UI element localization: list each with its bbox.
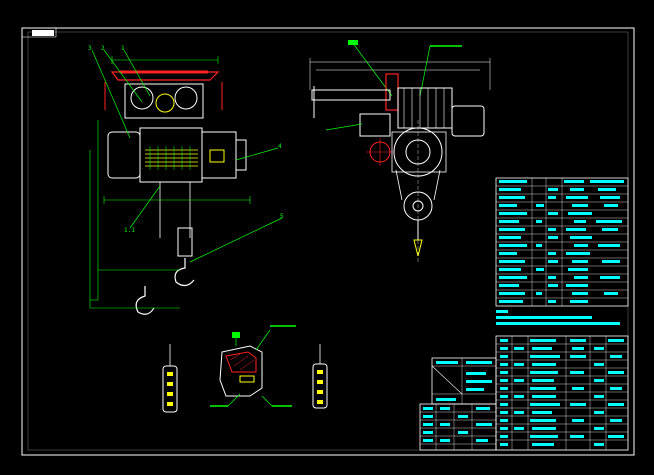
drum-hatching (145, 149, 198, 167)
balloon-label: 1.1 (124, 227, 135, 234)
side-rail (385, 73, 399, 111)
section-red-fill (225, 351, 257, 373)
drum-housing (139, 127, 203, 183)
hook-block (177, 227, 193, 257)
side-rope-right (433, 169, 441, 201)
param-table-rows (496, 178, 628, 306)
section-tag (232, 332, 240, 338)
trolley-frame (124, 83, 204, 119)
signature-cells (423, 407, 492, 442)
outer-frame (21, 27, 635, 456)
side-dimensions (309, 58, 491, 90)
param-notes (496, 310, 620, 325)
signature-block (419, 403, 497, 451)
pendant-right-body (312, 363, 328, 409)
motor-right (201, 131, 237, 179)
motor-left (107, 131, 141, 179)
trolley-wheel-right (174, 86, 198, 110)
side-leader-left (325, 123, 363, 131)
pendant-left-buttons (167, 372, 173, 406)
title-block-grid (496, 336, 628, 450)
section-outline (219, 345, 263, 397)
section-leader-right (261, 395, 273, 407)
pendant-right-buttons (317, 370, 323, 404)
side-trolley-detail (403, 88, 445, 128)
parameter-table (495, 177, 629, 325)
section-detail (210, 325, 296, 407)
drum-grooves (149, 146, 191, 170)
side-gear (359, 113, 391, 137)
trolley-wheel-left (130, 86, 154, 110)
control-box (209, 149, 225, 163)
trolley-hub (155, 93, 175, 113)
side-arm (311, 89, 391, 101)
pendant-right (312, 344, 328, 409)
revision-block (431, 357, 497, 405)
balloon-label: 3 (88, 45, 92, 52)
side-top-tag (348, 40, 358, 45)
sheet-tag (32, 30, 54, 36)
revision-cells (436, 361, 492, 401)
balloon-label: 1 (121, 45, 125, 52)
pendant-left-body (162, 365, 178, 413)
front-view-hoist: 3 2 1 4 5 1.1 (88, 45, 284, 315)
title-block-cells (500, 339, 624, 446)
gearbox (235, 139, 247, 171)
section-hatch (229, 353, 255, 371)
balloon-label: 2 (101, 45, 105, 52)
title-block (495, 335, 629, 451)
front-balloons: 3 2 1 4 5 1.1 (88, 45, 284, 234)
section-leader-top (255, 329, 271, 351)
hook-lower (135, 286, 155, 315)
section-yellow-pin (239, 375, 255, 383)
side-view-hoist (309, 40, 491, 262)
front-leaders (91, 49, 283, 263)
section-leader-bottom (227, 393, 241, 407)
revision-diagonal (431, 365, 463, 395)
side-motor (451, 105, 485, 137)
hook-upper (174, 258, 195, 287)
balloon-label: 4 (278, 143, 282, 150)
side-housing (391, 131, 447, 173)
param-table-cells (499, 180, 624, 303)
side-leader-top (351, 41, 393, 97)
balloon-label: 5 (280, 213, 284, 220)
front-dimensions (89, 56, 251, 309)
pendant-left (162, 344, 178, 413)
title-block-frame (495, 335, 629, 451)
side-rope-left (395, 169, 403, 201)
signature-frame (419, 403, 497, 451)
